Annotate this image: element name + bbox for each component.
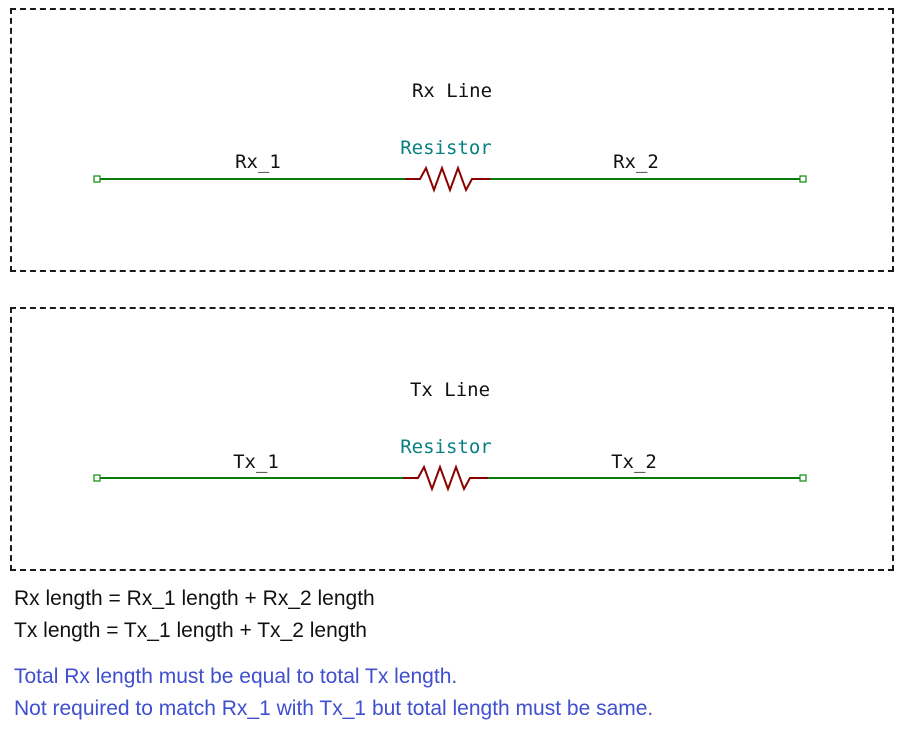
tx-resistor-label: Resistor: [400, 436, 492, 458]
rx-left-pin-icon: [93, 175, 101, 183]
rx-2-net-label: Rx_2: [613, 151, 659, 173]
notes-spacer: [14, 647, 894, 661]
rx-length-equation: Rx length = Rx_1 length + Rx_2 length: [14, 587, 375, 610]
tx-line-title: Tx Line: [410, 379, 490, 401]
notes-section: Rx length = Rx_1 length + Rx_2 length Tx…: [14, 583, 894, 725]
segment-match-note: Not required to match Rx_1 with Tx_1 but…: [14, 697, 654, 720]
tx-1-net-label: Tx_1: [233, 451, 279, 473]
tx-line-frame: [10, 307, 894, 571]
rx-resistor-label: Resistor: [400, 137, 492, 159]
rx-line-frame: [10, 8, 894, 272]
rx-1-net-label: Rx_1: [235, 151, 281, 173]
rx-line-group: Rx Line Resistor Rx_1 Rx_2: [93, 80, 807, 193]
tx-left-pin-icon: [93, 474, 101, 482]
tx-2-net-label: Tx_2: [611, 451, 657, 473]
length-match-rule: Total Rx length must be equal to total T…: [14, 665, 458, 688]
tx-right-pin-icon: [799, 474, 807, 482]
rx-line-title: Rx Line: [412, 80, 492, 102]
schematic-canvas: Rx Line Resistor Rx_1 Rx_2 Tx Line Resis…: [93, 80, 807, 492]
tx-line-group: Tx Line Resistor Tx_1 Tx_2: [93, 379, 807, 492]
tx-length-equation: Tx length = Tx_1 length + Tx_2 length: [14, 619, 367, 642]
rx-resistor-symbol: [405, 165, 490, 193]
rx-right-pin-icon: [799, 175, 807, 183]
tx-resistor-symbol: [403, 464, 488, 492]
